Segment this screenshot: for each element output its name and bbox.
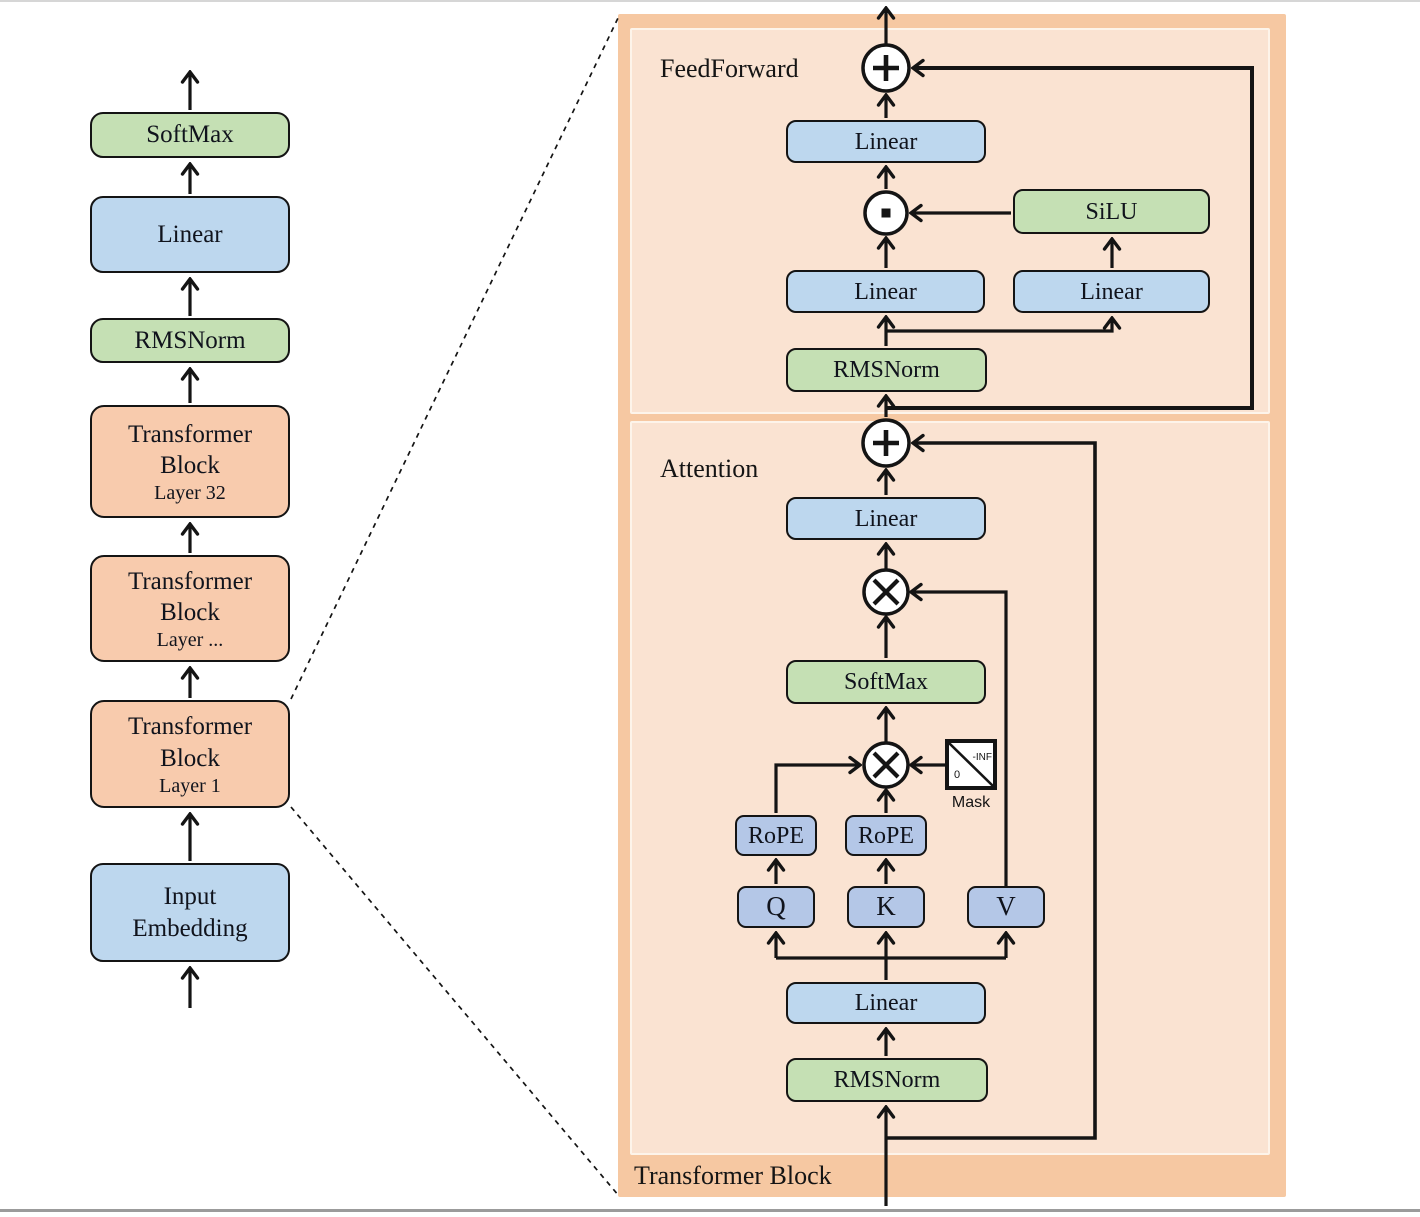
q-label: Q [766,891,786,922]
layer1-sublabel: Layer 1 [159,774,221,797]
block-word: Block [160,599,220,626]
ff-gate-linear-label: Linear [854,278,917,305]
v-box: V [967,886,1045,928]
ff-output-linear-box: Linear [786,120,986,163]
plus-circle-icon [861,43,911,93]
block-word: Transformer [127,420,253,448]
attn-rmsnorm-box: RMSNorm [786,1058,988,1102]
block-word: Transformer [127,567,253,595]
multiply-circle-icon [862,741,910,789]
multiply-circle-icon [862,568,910,616]
ff-up-linear-box: Linear [1013,270,1210,313]
ff-silu-label: SiLU [1085,198,1138,225]
left-linear-label: Linear [157,220,223,248]
k-label: K [876,891,896,922]
transformer-block-layer-mid-box: Transformer Block Layer ... [90,555,290,662]
attn-output-linear-box: Linear [786,497,986,540]
attn-input-linear-box: Linear [786,982,986,1024]
attn-output-linear-label: Linear [854,505,918,532]
v-label: V [996,891,1016,922]
attn-softmax-box: SoftMax [786,660,986,704]
input-embedding-line1: Input [163,883,217,911]
ff-output-linear-label: Linear [854,128,918,155]
ff-silu-box: SiLU [1013,189,1210,234]
frame-top-line [0,0,1420,2]
left-linear-box: Linear [90,196,290,273]
mask-zero-value: 0 [954,769,960,781]
transformer-block-panel-label: Transformer Block [634,1161,832,1190]
feedforward-section-label: FeedForward [660,54,799,83]
dot-circle-icon [863,190,909,236]
operator-nodes: -INF 0 Mask [861,43,997,811]
block-word: Block [160,744,220,772]
transformer-block-layer32-box: Transformer Block Layer 32 [90,405,290,518]
attn-rmsnorm-label: RMSNorm [833,1067,941,1093]
ff-rmsnorm-box: RMSNorm [786,348,987,392]
ff-gate-linear-box: Linear [786,270,985,313]
zoom-guide-lines [290,15,620,1197]
attn-softmax-label: SoftMax [844,669,928,695]
rope-k-label: RoPE [857,822,914,849]
left-softmax-box: SoftMax [90,112,290,158]
rope-q-box: RoPE [735,815,817,856]
transformer-block-layer1-box: Transformer Block Layer 1 [90,700,290,808]
ff-rmsnorm-label: RMSNorm [833,357,940,383]
frame-bottom-line [0,1209,1420,1212]
left-rmsnorm-label: RMSNorm [134,326,246,354]
left-rmsnorm-box: RMSNorm [90,318,290,363]
mask-label: Mask [952,794,991,811]
mask-triangle-icon: -INF 0 [945,739,997,790]
left-softmax-label: SoftMax [146,121,234,149]
ff-up-linear-label: Linear [1080,278,1143,305]
connector-arrows [190,8,1254,1206]
mask-inf-value: -INF [973,752,992,763]
layer32-sublabel: Layer 32 [154,482,226,505]
k-box: K [847,886,925,928]
block-word: Block [160,452,220,479]
q-box: Q [737,886,815,928]
layer-mid-sublabel: Layer ... [156,629,224,652]
attn-input-linear-label: Linear [854,990,918,1016]
block-word: Transformer [127,713,253,741]
rope-k-box: RoPE [845,815,927,856]
input-embedding-box: Input Embedding [90,863,290,962]
rope-q-label: RoPE [747,822,804,849]
input-embedding-line2: Embedding [132,914,248,942]
attention-section-label: Attention [660,454,759,483]
plus-circle-icon [861,418,911,468]
